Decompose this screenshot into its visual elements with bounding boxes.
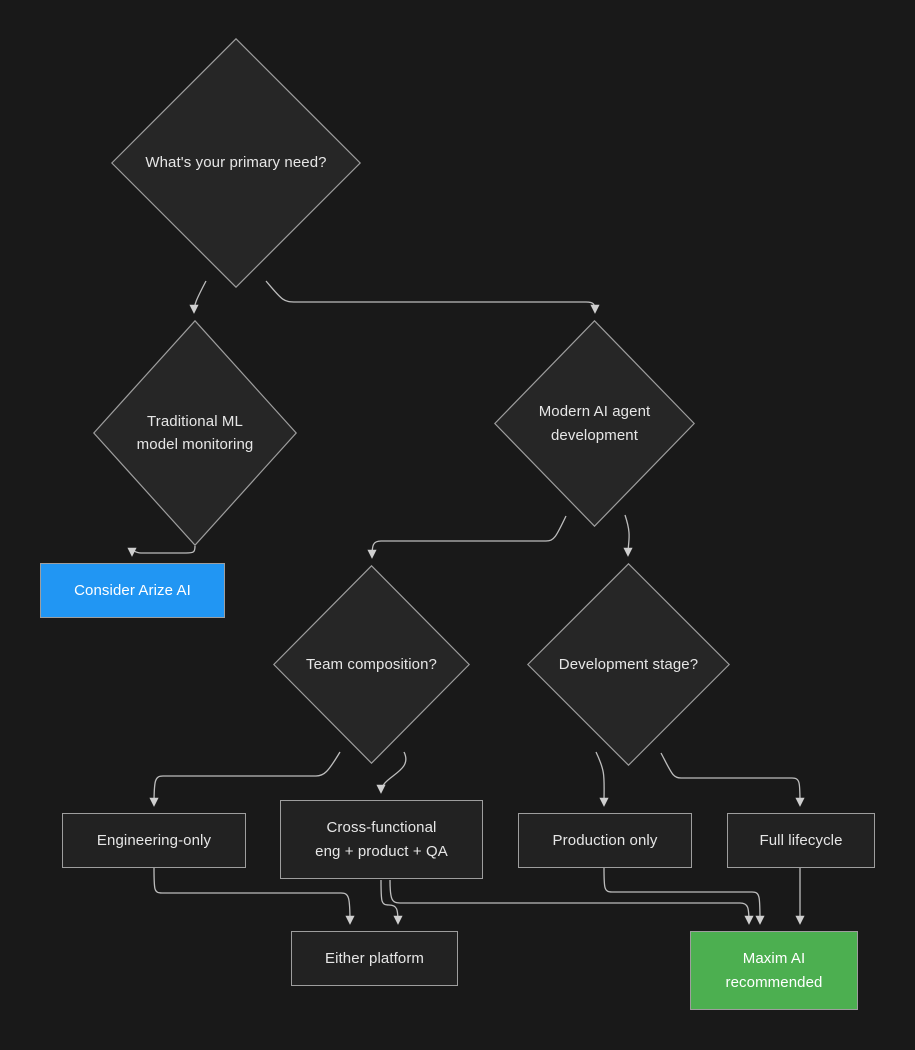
edge-team-composition-to-cross-functional [376,751,407,794]
node-modern-ai-agent[interactable]: Modern AI agent development [494,320,695,527]
node-development-stage[interactable]: Development stage? [527,563,730,766]
edge-production-only-to-maxim-recommended [603,867,765,925]
node-label-engineering-only: Engineering-only [96,831,212,849]
node-label-cross-functional: Cross-functional eng + product + QA [315,819,448,860]
node-team-composition[interactable]: Team composition? [273,565,470,764]
diamond-shape [93,320,297,546]
diamond-shape [527,563,730,766]
edge-primary-need-to-traditional-ml [189,280,207,314]
node-either-platform[interactable]: Either platform [291,931,458,986]
edge-cross-functional-to-maxim-recommended [389,879,754,925]
node-production-only[interactable]: Production only [518,813,692,868]
edge-development-stage-to-full-lifecycle [660,752,805,807]
edge-modern-ai-agent-to-development-stage [623,514,633,557]
node-maxim-recommended[interactable]: Maxim AI recommended [690,931,858,1010]
diamond-shape [494,320,695,527]
node-full-lifecycle[interactable]: Full lifecycle [727,813,875,868]
diamond-shape [111,38,361,288]
edge-modern-ai-agent-to-team-composition [367,515,567,559]
edge-primary-need-to-modern-ai-agent [265,280,600,314]
edge-traditional-ml-to-consider-arize [127,545,196,557]
node-primary-need[interactable]: What's your primary need? [111,38,361,288]
node-label-either-platform: Either platform [324,949,425,967]
node-label-maxim-recommended: Maxim AI recommended [725,950,823,991]
edge-engineering-only-to-either-platform [153,867,355,925]
node-label-consider-arize: Consider Arize AI [74,581,191,599]
edge-development-stage-to-production-only [595,751,609,807]
node-label-full-lifecycle: Full lifecycle [759,831,843,849]
node-cross-functional[interactable]: Cross-functional eng + product + QA [280,800,483,879]
node-engineering-only[interactable]: Engineering-only [62,813,246,868]
edge-cross-functional-to-either-platform [380,879,403,925]
edge-team-composition-to-engineering-only [149,751,341,807]
node-label-production-only: Production only [552,831,658,849]
node-traditional-ml[interactable]: Traditional ML model monitoring [93,320,297,546]
node-consider-arize[interactable]: Consider Arize AI [40,563,225,618]
diamond-shape [273,565,470,764]
